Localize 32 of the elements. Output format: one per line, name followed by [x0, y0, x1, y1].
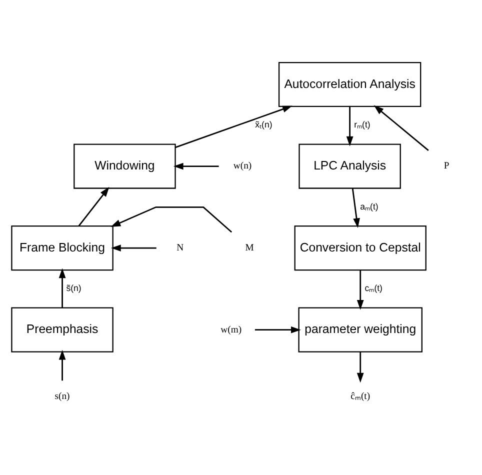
node-text: P [444, 160, 450, 172]
arrow [352, 188, 360, 228]
edge-label: x̃ₜ(n) [255, 120, 272, 130]
edge-label: aₘ(t) [360, 201, 378, 212]
arrow [78, 186, 110, 226]
node-text: w(n) [233, 160, 252, 172]
node-box: Preemphasis [11, 307, 114, 352]
node-text: ĉₘ(t) [350, 391, 370, 402]
node-box: LPC Analysis [298, 144, 401, 189]
node-text: w(m) [220, 324, 242, 336]
arrow [175, 106, 292, 148]
node-box: Conversion to Cepstal [294, 226, 426, 271]
arrow [374, 105, 429, 151]
node-box: Frame Blocking [11, 226, 114, 271]
node-text: M [245, 242, 254, 254]
arrow [173, 162, 219, 170]
edge-label: s̃(n) [66, 283, 82, 294]
node-box: Autocorrelation Analysis [278, 62, 422, 108]
arrow [356, 270, 364, 310]
node-text: s(n) [54, 391, 70, 402]
arrow [346, 106, 354, 146]
node-text: N [176, 242, 184, 254]
arrow [58, 350, 66, 381]
arrow [58, 268, 66, 308]
arrow [111, 244, 156, 252]
node-box: parameter weighting [298, 307, 422, 352]
arrow [254, 326, 301, 334]
edge-label: cₘ(t) [364, 283, 382, 294]
edge-label: rₘ(t) [354, 120, 370, 130]
arrow [110, 206, 232, 233]
arrow [356, 352, 364, 383]
node-box: Windowing [74, 144, 176, 189]
